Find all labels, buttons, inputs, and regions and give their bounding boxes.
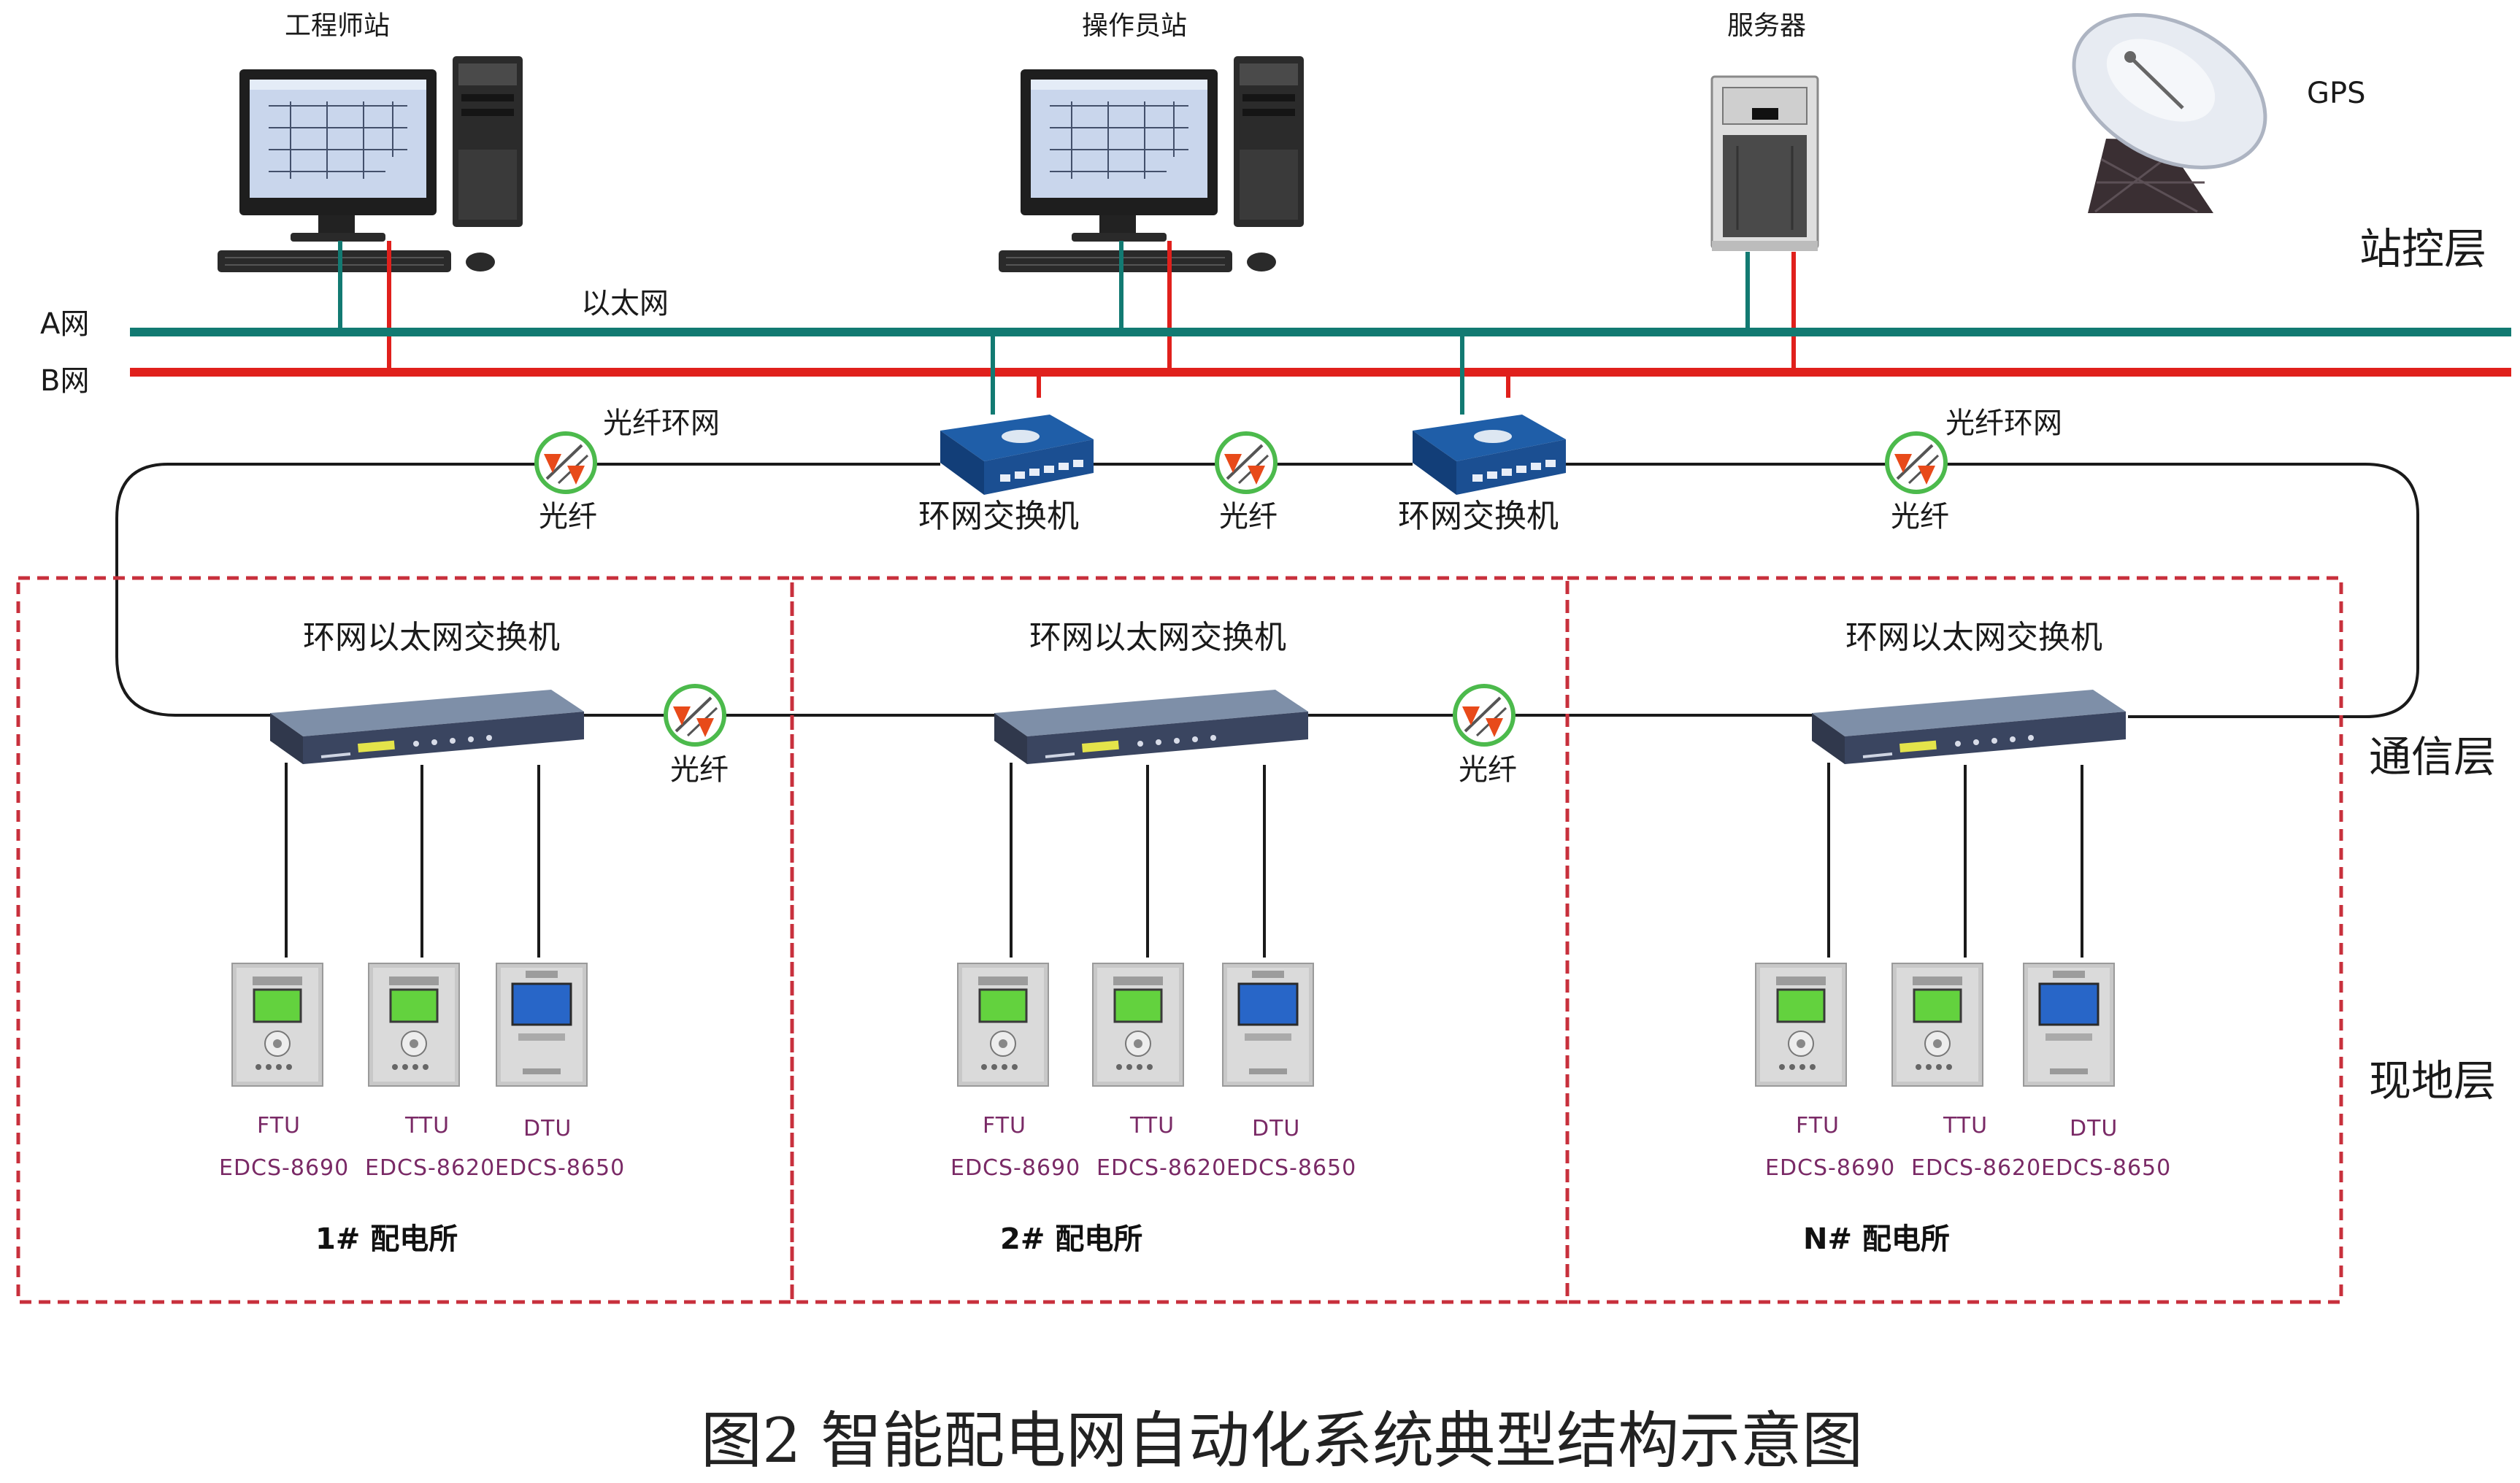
ring-switch-drops [991, 332, 1510, 415]
substation-1-ttu-model: EDCS-8620 [365, 1155, 496, 1181]
station-layer-label: 站控层 [2359, 224, 2487, 274]
fiber-ring-label-left: 光纤环网 [603, 407, 720, 440]
gps-dish [2072, 13, 2267, 213]
engineer-station-label: 工程师站 [285, 11, 391, 41]
substation-2-dtu-model: EDCS-8650 [1226, 1155, 1357, 1181]
ethernet-switch-2 [993, 688, 1310, 766]
substation-1-name: 1# 配电所 [315, 1222, 458, 1256]
comm-layer-label: 通信层 [2369, 732, 2497, 782]
ring-switch-2-label: 环网交换机 [1398, 498, 1559, 535]
substation-1-ttu-label: TTU [405, 1113, 450, 1139]
substation-3-ftu-label: FTU [1796, 1113, 1840, 1139]
operator-workstation [998, 55, 1305, 273]
substation-2-name: 2# 配电所 [1000, 1222, 1143, 1256]
substation-2-ttu-label: TTU [1130, 1113, 1175, 1139]
fiber-ring [115, 463, 2419, 718]
dtu-device-1 [495, 962, 588, 1087]
substation-1-dtu-label: DTU [523, 1116, 572, 1141]
substation-3-ttu-model: EDCS-8620 [1911, 1155, 2042, 1181]
figure-caption: 图2 智能配电网自动化系统典型结构示意图 [701, 1405, 1864, 1476]
substation-3-terminals [1754, 962, 2116, 1087]
fiber-symbol-2 [1217, 434, 1275, 492]
station-drop-lines [338, 241, 1796, 372]
substation-1-ftu-label: FTU [257, 1113, 301, 1139]
dtu-device-2 [1221, 962, 1315, 1087]
ethernet-label: 以太网 [581, 287, 669, 320]
substation-2-switch-label: 环网以太网交换机 [1029, 619, 1286, 656]
ttu-device-2 [1091, 962, 1185, 1087]
server-label: 服务器 [1727, 11, 1807, 41]
substation-1-dtu-model: EDCS-8650 [495, 1155, 626, 1181]
fiber-label-4: 光纤 [670, 753, 729, 787]
net-a-label: A网 [40, 307, 90, 341]
operator-station-label: 操作员站 [1082, 11, 1188, 41]
ftu-device-3 [1754, 962, 1848, 1087]
fiber-ring-label-right: 光纤环网 [1945, 407, 2062, 440]
fiber-symbol-1 [537, 434, 595, 492]
substation-borders [16, 576, 2343, 1304]
fiber-symbol-4 [666, 686, 724, 744]
substation-2-ftu-model: EDCS-8690 [950, 1155, 1081, 1181]
ttu-device-1 [367, 962, 461, 1087]
dtu-device-3 [2022, 962, 2116, 1087]
ftu-device-1 [231, 962, 324, 1087]
substation-1-ftu-model: EDCS-8690 [219, 1155, 350, 1181]
server-tower [1710, 75, 1819, 251]
fiber-symbol-3 [1887, 434, 1945, 492]
gps-label: GPS [2307, 77, 2366, 110]
ftu-device-2 [956, 962, 1050, 1087]
substation-2-terminals [956, 962, 1315, 1087]
substation-2-ftu-label: FTU [983, 1113, 1027, 1139]
substation-1-switch-label: 环网以太网交换机 [303, 619, 560, 656]
ring-switch-1 [940, 415, 1094, 495]
engineer-workstation [217, 55, 523, 273]
ethernet-switch-1 [269, 688, 585, 766]
fiber-label-1: 光纤 [539, 500, 597, 534]
terminal-drop-lines [285, 763, 2083, 958]
substation-3-name: N# 配电所 [1803, 1222, 1950, 1256]
ring-switch-1-label: 环网交换机 [918, 498, 1079, 535]
substation-3-dtu-label: DTU [2070, 1116, 2118, 1141]
fiber-label-2: 光纤 [1219, 500, 1278, 534]
substation-3-ttu-label: TTU [1943, 1113, 1989, 1139]
substation-3-switch-label: 环网以太网交换机 [1845, 619, 2102, 656]
fiber-label-3: 光纤 [1891, 500, 1949, 534]
field-layer-label: 现地层 [2369, 1056, 2497, 1106]
substation-2-dtu-label: DTU [1252, 1116, 1301, 1141]
substation-3-dtu-model: EDCS-8650 [2041, 1155, 2172, 1181]
fiber-symbol-5 [1455, 686, 1513, 744]
fiber-label-5: 光纤 [1459, 753, 1517, 787]
net-b-label: B网 [40, 364, 90, 398]
ethernet-switch-3 [1810, 688, 2127, 766]
substation-1-terminals [231, 962, 588, 1087]
substation-2-ttu-model: EDCS-8620 [1096, 1155, 1227, 1181]
ttu-device-3 [1891, 962, 1984, 1087]
substation-3-ftu-model: EDCS-8690 [1765, 1155, 1896, 1181]
ring-switch-2 [1413, 415, 1566, 495]
